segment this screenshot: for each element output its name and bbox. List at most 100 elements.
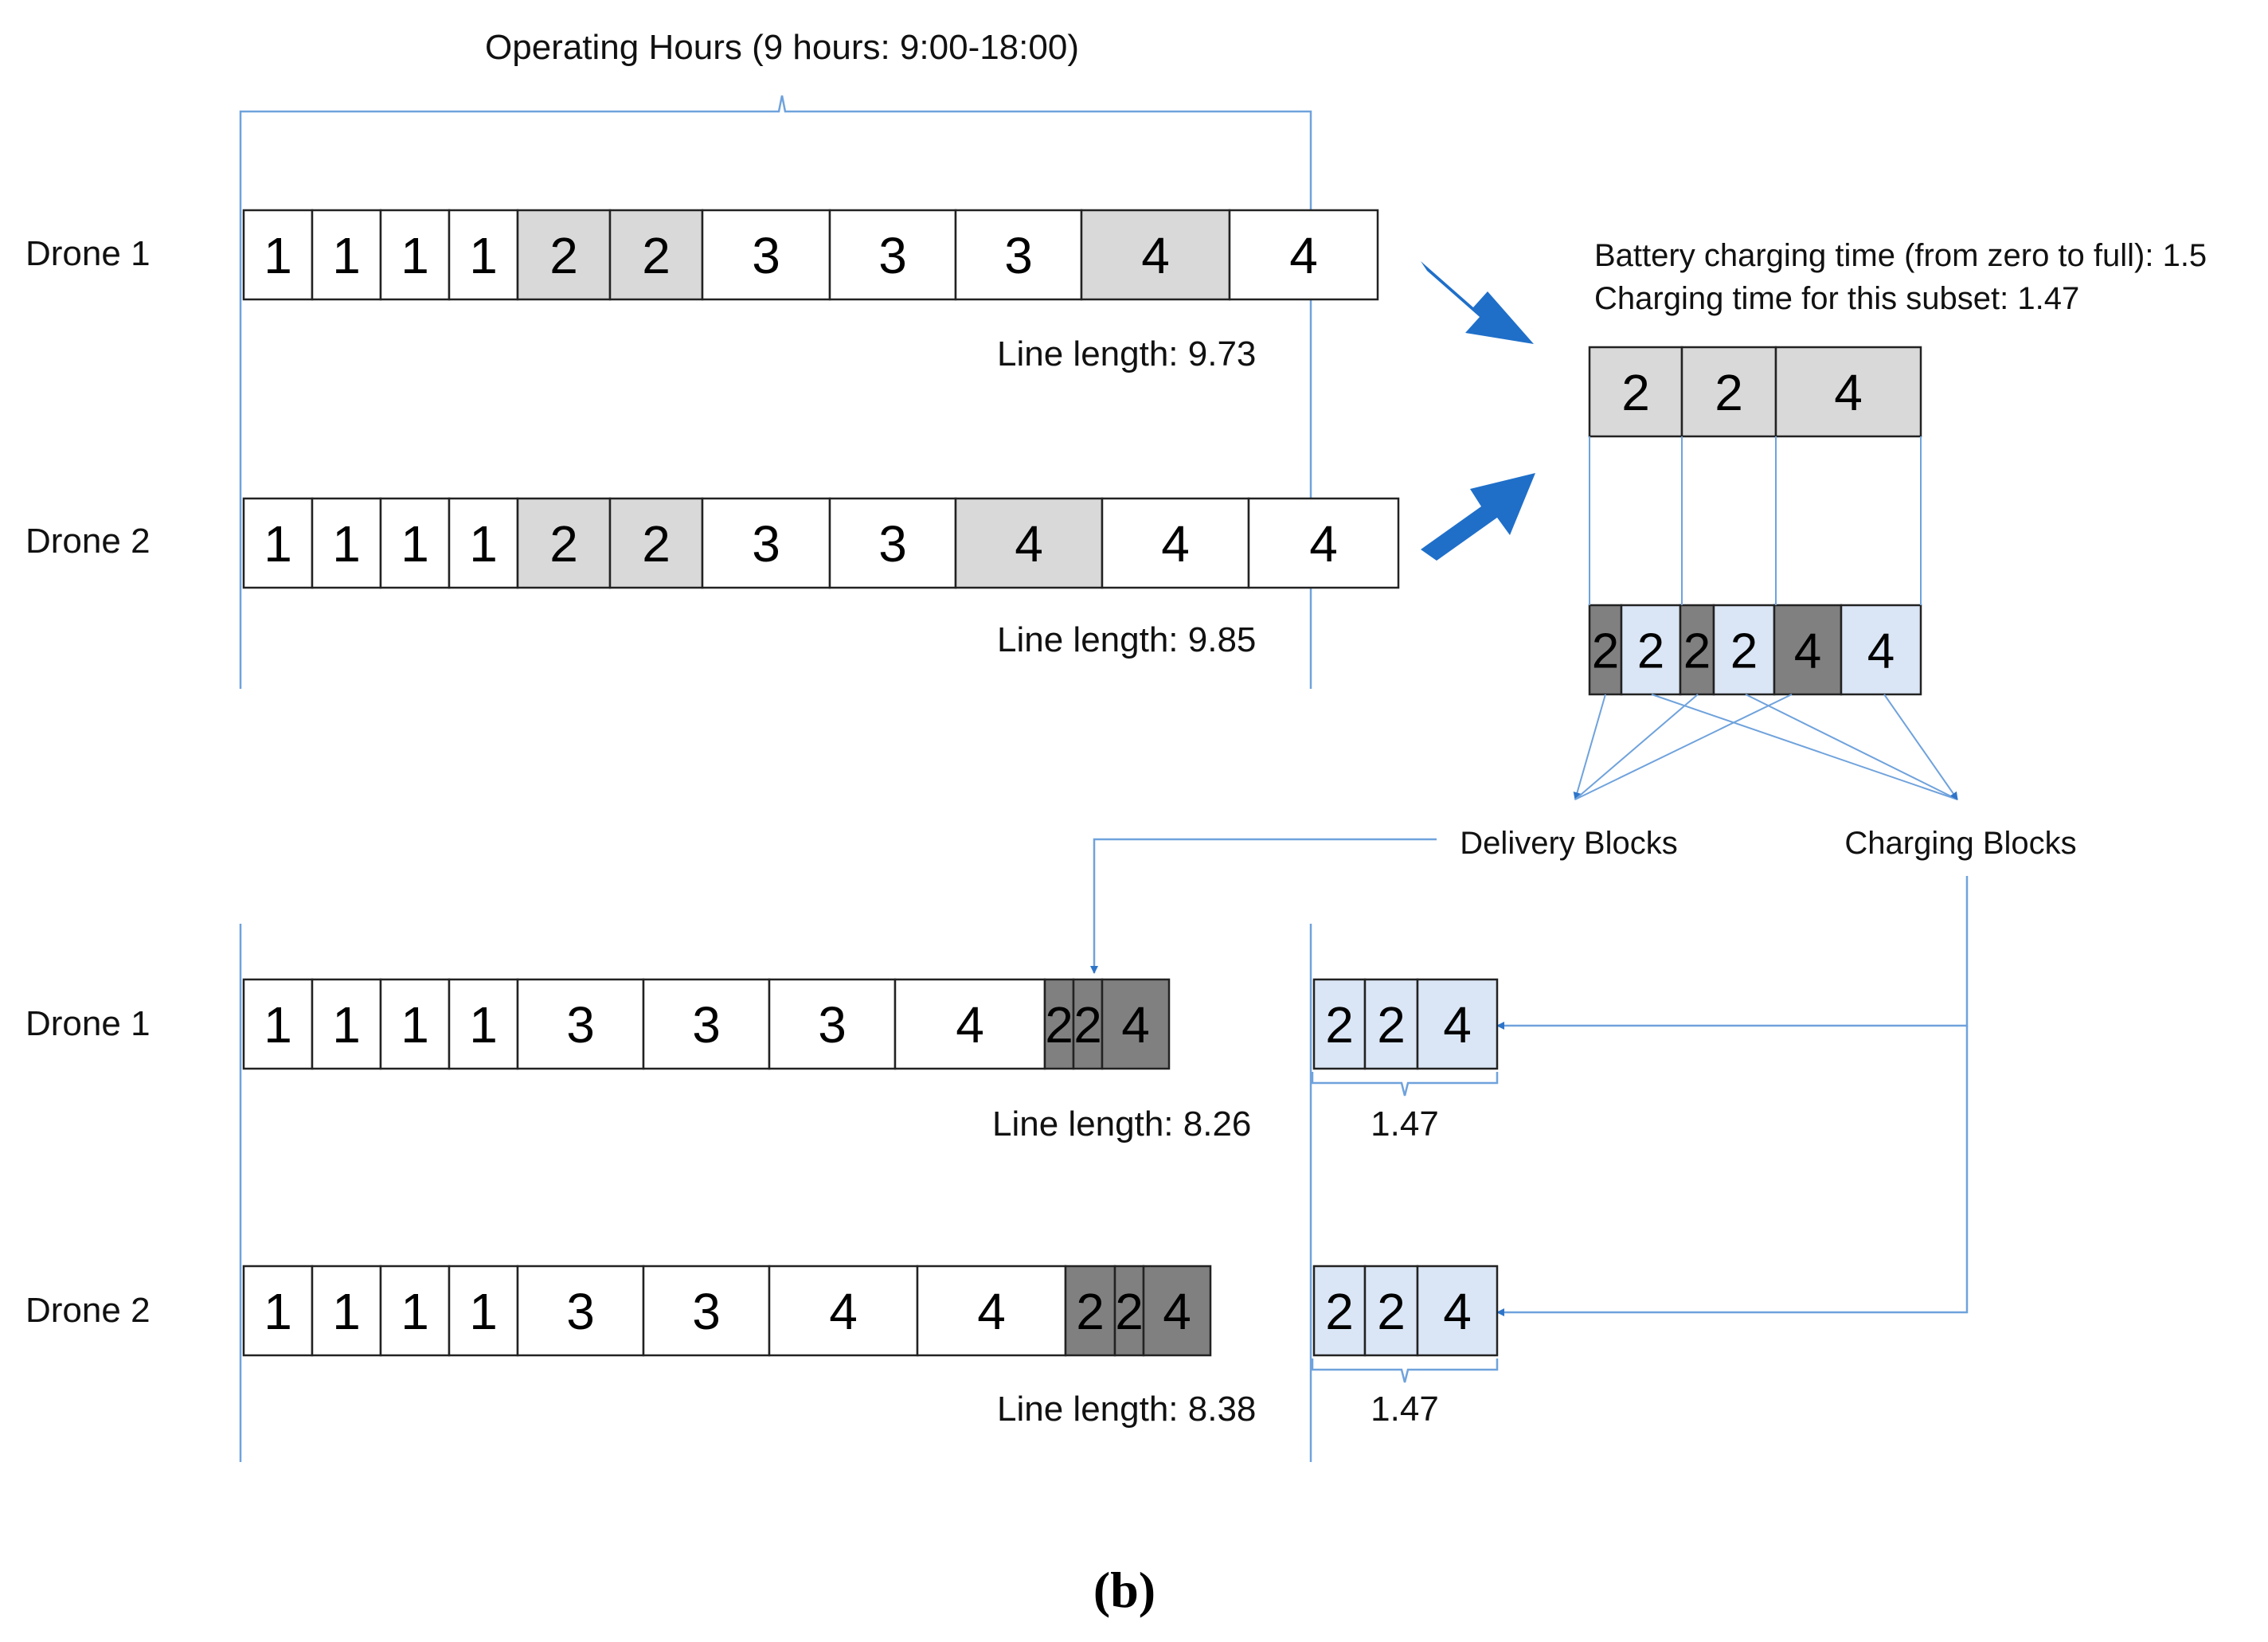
bottom-drone2-charging-block-3 (1416, 1265, 1499, 1357)
bottom-drone2-block-label-4: 1 (469, 1283, 498, 1340)
bottom-drone2-block-label-2: 1 (332, 1283, 361, 1340)
bottom-drone1-block-10 (1072, 978, 1104, 1070)
top-drone1-label: Drone 1 (25, 234, 151, 273)
bottom-drone2-block-3 (379, 1265, 451, 1357)
top-drone2-block-label-5: 2 (549, 515, 578, 573)
top-drone1-block-label-10: 4 (1141, 227, 1170, 284)
bottom-drone1-charging-bracket (1311, 1072, 1499, 1097)
operating-hours-bracket (239, 95, 1312, 121)
bottom-drone2-block-label-8: 4 (977, 1283, 1006, 1340)
split-connector-lines (1573, 694, 1958, 800)
bottom-drone2-charging-block-2 (1363, 1265, 1419, 1357)
subset-split-block-label-3: 2 (1683, 624, 1711, 678)
bottom-drone2-block-label-3: 1 (401, 1283, 429, 1340)
bottom-drone1-block-9 (1043, 978, 1075, 1070)
top-drone2-line-length: Line length: 9.85 (997, 620, 1256, 659)
top-drone1-block-label-8: 3 (878, 227, 907, 284)
bottom-drone1-label: Drone 1 (25, 1004, 151, 1043)
bottom-drone1-block-6 (642, 978, 771, 1070)
top-drone2-block-label-8: 3 (878, 515, 907, 573)
subset-split-block-6 (1840, 604, 1922, 696)
bottom-drone1-block-label-10: 2 (1073, 996, 1102, 1054)
bottom-drone2-label: Drone 2 (25, 1291, 151, 1330)
bottom-drone1-block-label-5: 3 (566, 996, 595, 1054)
top-drone1-block-11 (1228, 209, 1379, 301)
top-drone2-block-5 (516, 497, 612, 589)
top-drone1-block-label-6: 2 (642, 227, 671, 284)
bottom-drone1-charging-block-2 (1363, 978, 1419, 1070)
bottom-drone2-block-2 (311, 1265, 382, 1357)
bottom-drone1-charging-block-3 (1416, 978, 1499, 1070)
subset-block-1 (1588, 346, 1683, 438)
bottom-drone2-charging-block-1 (1312, 1265, 1367, 1357)
charging-blocks-arrow-drone2 (1496, 1026, 1969, 1316)
top-drone1-block-label-9: 3 (1004, 227, 1033, 284)
bottom-drone2-block-4 (448, 1265, 519, 1357)
top-drone1-block-3 (379, 209, 451, 301)
subset-split-block-label-6: 4 (1867, 624, 1895, 678)
bottom-drone2-block-10 (1113, 1265, 1145, 1357)
top-drone2-block-6 (608, 497, 704, 589)
bottom-drone2-block-1 (242, 1265, 314, 1357)
top-drone2-block-11 (1247, 497, 1400, 589)
top-drone1-block-label-11: 4 (1289, 227, 1318, 284)
bottom-drone1-charging-block-label-1: 2 (1325, 996, 1354, 1054)
subset-split-block-label-4: 2 (1730, 624, 1758, 678)
subset-split-block-1 (1588, 604, 1623, 696)
bottom-drone2-block-label-10: 2 (1115, 1283, 1144, 1340)
bottom-drone2-block-8 (916, 1265, 1067, 1357)
top-drone1-block-2 (311, 209, 382, 301)
bottom-drone2-charging-block-label-3: 4 (1443, 1283, 1472, 1340)
subset-block-label-3: 4 (1834, 364, 1863, 421)
subset-split-block-label-1: 2 (1592, 624, 1619, 678)
top-drone2-label: Drone 2 (25, 522, 151, 561)
bottom-drone1-block-label-8: 4 (956, 996, 984, 1054)
top-drone1-block-label-1: 1 (264, 227, 292, 284)
top-drone1-block-label-4: 1 (469, 227, 498, 284)
bottom-drone2-block-label-7: 4 (829, 1283, 858, 1340)
bottom-drone1-block-label-6: 3 (692, 996, 721, 1054)
top-drone2-block-7 (701, 497, 831, 589)
bottom-drone2-block-label-5: 3 (566, 1283, 595, 1340)
bottom-drone2-line-length: Line length: 8.38 (997, 1390, 1256, 1429)
operating-hours-label: Operating Hours (9 hours: 9:00-18:00) (485, 28, 1079, 67)
bottom-drone2-charging-value: 1.47 (1371, 1390, 1439, 1429)
bottom-drone2-charging-bracket (1311, 1359, 1499, 1383)
top-drone2-block-9 (954, 497, 1104, 589)
top-drone2-block-label-4: 1 (469, 515, 498, 573)
bottom-drone2-block-label-6: 3 (692, 1283, 721, 1340)
top-drone1-block-label-3: 1 (401, 227, 429, 284)
charging-blocks-arrow-drone1 (1496, 876, 1969, 1030)
bottom-drone1-block-4 (448, 978, 519, 1070)
subset-split-block-2 (1620, 604, 1682, 696)
top-drone1-block-label-5: 2 (549, 227, 578, 284)
top-drone1-line-length: Line length: 9.73 (997, 334, 1256, 373)
battery-charging-text: Battery charging time (from zero to full… (1594, 238, 2207, 273)
bottom-drone2-block-11 (1142, 1265, 1212, 1357)
top-drone2-block-1 (242, 497, 314, 589)
bottom-drone2-charging-block-label-1: 2 (1325, 1283, 1354, 1340)
top-drone2-block-label-7: 3 (752, 515, 780, 573)
bottom-drone1-line-length: Line length: 8.26 (992, 1104, 1251, 1144)
figure-caption: (b) (1093, 1562, 1156, 1618)
top-drone1-block-9 (954, 209, 1083, 301)
subset-split-block-5 (1773, 604, 1843, 696)
top-drone2-block-label-6: 2 (642, 515, 671, 573)
top-drone1-block-7 (701, 209, 831, 301)
top-drone1-block-8 (828, 209, 957, 301)
charging-blocks-label: Charging Blocks (1844, 826, 2076, 861)
subset-split-block-label-5: 4 (1794, 624, 1821, 678)
bottom-drone1-block-8 (894, 978, 1046, 1070)
subset-split-block-label-2: 2 (1637, 624, 1664, 678)
subset-block-label-1: 2 (1621, 364, 1650, 421)
subset-charging-text: Charging time for this subset: 1.47 (1594, 281, 2079, 316)
bottom-drone1-block-7 (768, 978, 897, 1070)
bottom-drone1-block-label-9: 2 (1045, 996, 1073, 1054)
